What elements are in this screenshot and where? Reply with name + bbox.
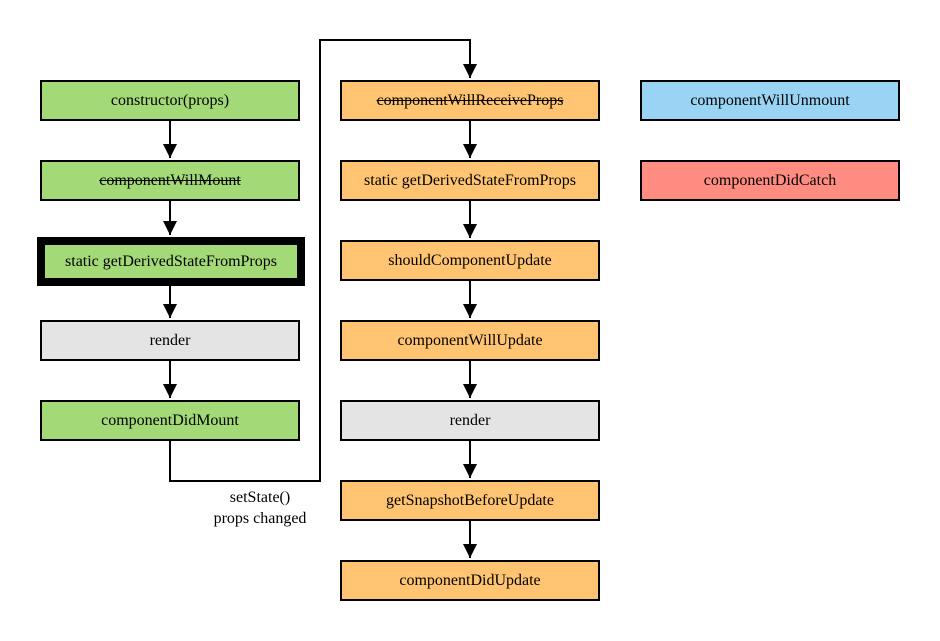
- transition-label: setState() props changed: [190, 489, 330, 528]
- arrow-did-mount-to-will-receive-props: [169, 39, 477, 482]
- transition-label-setstate: setState(): [229, 489, 291, 506]
- component-will-unmount-node: componentWillUnmount: [640, 80, 900, 121]
- component-did-mount-label: componentDidMount: [101, 411, 239, 429]
- mount-render-node: render: [40, 320, 300, 361]
- constructor-label: constructor(props): [110, 91, 230, 109]
- update-derived-state-label: static getDerivedStateFromProps: [364, 171, 576, 189]
- component-did-mount-node: componentDidMount: [40, 400, 300, 441]
- mount-derived-state-node: static getDerivedStateFromProps: [37, 237, 305, 286]
- component-will-mount-node: componentWillMount: [40, 160, 300, 201]
- component-did-update-node: componentDidUpdate: [340, 560, 600, 601]
- component-will-update-label: componentWillUpdate: [397, 331, 543, 349]
- update-render-node: render: [340, 400, 600, 441]
- should-component-update-label: shouldComponentUpdate: [388, 251, 552, 269]
- component-will-unmount-label: componentWillUnmount: [690, 91, 850, 109]
- component-did-update-label: componentDidUpdate: [399, 571, 541, 589]
- mount-derived-state-label: static getDerivedStateFromProps: [65, 252, 277, 270]
- constructor-node: constructor(props): [40, 80, 300, 121]
- update-derived-state-node: static getDerivedStateFromProps: [340, 160, 600, 201]
- get-snapshot-before-update-label: getSnapshotBeforeUpdate: [386, 491, 554, 509]
- component-will-update-node: componentWillUpdate: [340, 320, 600, 361]
- component-did-catch-node: componentDidCatch: [640, 160, 900, 201]
- component-will-mount-label: componentWillMount: [99, 171, 241, 189]
- transition-label-props-changed: props changed: [213, 510, 307, 527]
- update-render-label: render: [449, 411, 491, 429]
- component-did-catch-label: componentDidCatch: [703, 171, 837, 189]
- mount-render-label: render: [149, 331, 191, 349]
- component-will-receive-props-label: componentWillReceiveProps: [376, 91, 564, 109]
- should-component-update-node: shouldComponentUpdate: [340, 240, 600, 281]
- get-snapshot-before-update-node: getSnapshotBeforeUpdate: [340, 480, 600, 521]
- component-will-receive-props-node: componentWillReceiveProps: [340, 80, 600, 121]
